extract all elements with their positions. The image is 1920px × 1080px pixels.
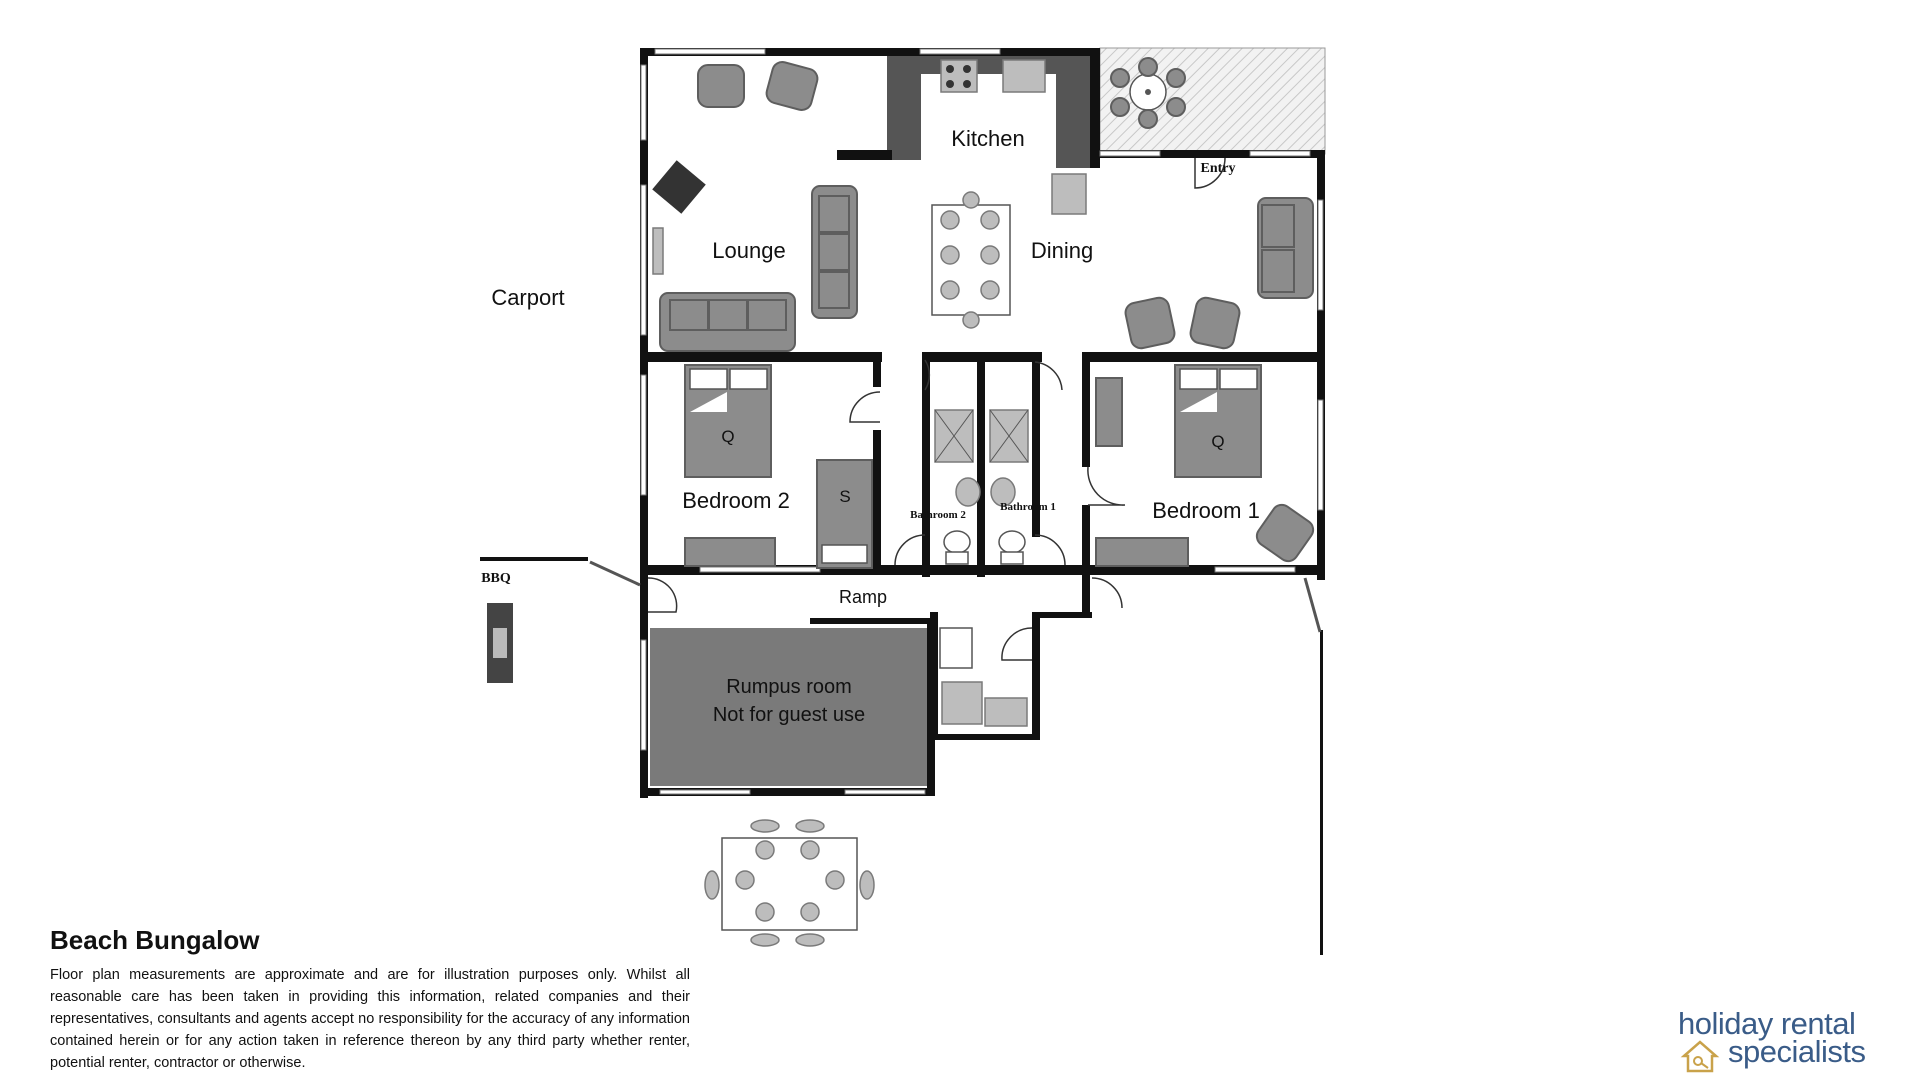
- queen-bed-2: [684, 364, 772, 478]
- tv-cabinet: [652, 160, 706, 214]
- stove-icon: [940, 59, 978, 93]
- label-bathroom-2: Bathroom 2: [910, 509, 966, 521]
- plan-title: Beach Bungalow: [50, 925, 260, 955]
- label-bed2-single: S: [839, 487, 850, 506]
- label-bedroom-1: Bedroom 1: [1152, 498, 1260, 523]
- queen-bed-1: [1174, 364, 1262, 478]
- label-ramp: Ramp: [839, 587, 887, 607]
- sofa-vertical-icon: [811, 185, 858, 319]
- label-bed1-queen: Q: [1211, 432, 1224, 451]
- windows: [640, 48, 1324, 795]
- dresser-2: [684, 537, 776, 567]
- label-bbq: BBQ: [481, 571, 511, 586]
- sink-icon: [1002, 59, 1046, 93]
- outdoor-dining-table-icon: [704, 819, 875, 947]
- label-rumpus-line2: Not for guest use: [713, 704, 865, 726]
- dresser-1: [1095, 537, 1189, 567]
- title-block: Beach Bungalow Floor plan measurements a…: [50, 925, 690, 1074]
- basin-icons: [955, 477, 1016, 507]
- outdoor-round-table: [1110, 57, 1186, 129]
- house-key-icon: [1680, 1040, 1720, 1073]
- label-lounge: Lounge: [712, 238, 785, 263]
- laundry-bench: [939, 627, 973, 669]
- washer-icon: [941, 681, 983, 725]
- rumpus-room-fill: [650, 628, 927, 786]
- bbq-icon: [487, 603, 513, 683]
- sofa-icon: [659, 292, 796, 352]
- sofa-right-icon: [1257, 197, 1314, 299]
- logo-line-1: holiday rental: [1678, 1006, 1856, 1041]
- label-dining: Dining: [1031, 238, 1093, 263]
- wardrobe-icon: [1095, 377, 1123, 447]
- label-bedroom-2: Bedroom 2: [682, 488, 790, 513]
- label-entry: Entry: [1201, 161, 1236, 176]
- armchair-icon-4: [1255, 503, 1315, 563]
- label-rumpus-line1: Rumpus room: [726, 676, 852, 698]
- doors: [589, 157, 1322, 661]
- company-logo: holiday rental specialists: [1672, 1006, 1892, 1076]
- logo-line-2: specialists: [1728, 1034, 1866, 1069]
- dining-table-icon: [931, 191, 1011, 329]
- label-kitchen: Kitchen: [951, 126, 1024, 151]
- shower-icons: [934, 409, 1029, 463]
- disclaimer-text: Floor plan measurements are approximate …: [50, 967, 690, 1071]
- label-bed2-queen: Q: [721, 427, 734, 446]
- armchair-icon-3: [1189, 296, 1241, 350]
- single-bed: [816, 459, 873, 569]
- tv-icon: [652, 227, 664, 275]
- label-bathroom-1: Bathroom 1: [1000, 501, 1056, 513]
- armchair-icon: [697, 61, 819, 111]
- laundry-tub-icon: [984, 697, 1028, 727]
- toilet-icons: [943, 530, 1026, 565]
- label-carport: Carport: [491, 285, 564, 310]
- armchair-icon-2: [1124, 296, 1176, 350]
- fridge-icon: [1051, 173, 1087, 215]
